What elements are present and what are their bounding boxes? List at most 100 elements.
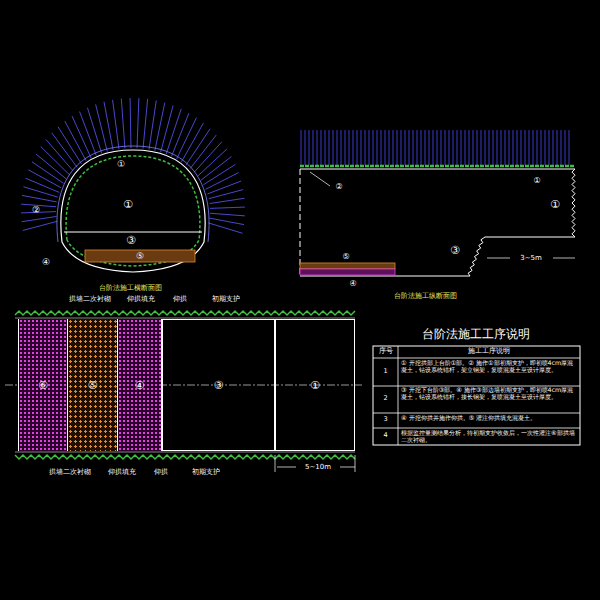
dimension-line (275, 455, 276, 472)
rock-bolt (23, 187, 57, 197)
rock-bolt (457, 130, 458, 165)
rock-bolt (409, 130, 410, 165)
callout-number: ① (123, 199, 133, 212)
lining-line (300, 165, 575, 168)
table-rule (398, 346, 399, 445)
plan-region: ③ (162, 319, 275, 451)
rock-bolt (337, 130, 338, 165)
rock-bolt (317, 130, 318, 165)
callout-number: ③ (126, 235, 136, 248)
dimension-line (553, 258, 575, 259)
rock-bolt (22, 195, 57, 202)
plan-region: ⑥ (18, 319, 68, 451)
rock-bolt (485, 130, 486, 165)
rock-bolt (177, 118, 197, 159)
region-number: ④ (135, 379, 145, 392)
rock-bolt (321, 130, 322, 165)
section-line (300, 169, 301, 276)
rock-bolt (130, 98, 132, 148)
rock-bolt (465, 130, 466, 165)
support-edge (15, 311, 355, 315)
rock-bolt (433, 130, 434, 165)
part-name: 初期支护 (192, 468, 220, 476)
rock-bolt (143, 99, 148, 149)
crown-line (300, 169, 575, 170)
callout-number: ② (335, 182, 342, 191)
rock-bolt (413, 130, 414, 165)
rock-bolt (357, 130, 358, 165)
rock-bolt (509, 130, 510, 165)
plan-edge (15, 452, 355, 453)
rock-bolt (345, 130, 346, 165)
rock-bolt (377, 130, 378, 165)
table-header: 序号 (379, 348, 393, 355)
bench-line (64, 232, 202, 233)
rock-bolt (473, 130, 474, 165)
rock-bolt (210, 213, 245, 216)
rock-bolt (537, 130, 538, 165)
plan-region: ④ (117, 319, 162, 451)
rock-bolt (505, 130, 506, 165)
rock-bolt (210, 198, 245, 203)
callout-number: ① (533, 176, 540, 185)
rock-bolt (381, 130, 382, 165)
rock-bolt (517, 130, 518, 165)
part-name: 仰拱 (154, 468, 168, 476)
invert-fill (300, 263, 395, 269)
table-cell: ③ 开挖下台阶③部。④ 施作③部边墙初期支护，即初喷4cm厚混凝土，钻设系统锚杆… (401, 386, 578, 400)
rock-bolt (28, 170, 61, 188)
rock-bolt (58, 127, 81, 164)
callout-number: ③ (450, 245, 460, 258)
rock-bolt (405, 130, 406, 165)
rock-bolt (207, 181, 241, 194)
rock-bolt (425, 130, 426, 165)
dimension-line (340, 467, 355, 468)
rock-bolt (481, 130, 482, 165)
lower-face (468, 237, 485, 276)
rock-bolt (545, 130, 546, 165)
rock-bolts (21, 98, 245, 233)
rock-bolt (441, 130, 442, 165)
support-line (57, 146, 209, 242)
rock-bolt (437, 130, 438, 165)
table-cell: 1 (383, 368, 387, 375)
figure-title: 台阶法施工横断面图 (99, 284, 162, 292)
rock-bolt (353, 130, 354, 165)
table-header: 施工工序说明 (468, 348, 510, 355)
part-name: 拱墙二次衬砌 (49, 468, 91, 476)
rock-bolt (569, 130, 570, 165)
rock-bolt (469, 130, 470, 165)
rock-bolt (87, 108, 101, 154)
table-cell: 2 (383, 395, 387, 402)
dimension-line (277, 467, 296, 468)
leader-line (310, 172, 330, 186)
rock-bolt (477, 130, 478, 165)
table-rule (373, 428, 580, 429)
rock-bolt (22, 216, 57, 221)
dimension: 5~10m (305, 463, 331, 471)
callout-number: ④ (349, 279, 356, 288)
rock-bolt (149, 100, 156, 149)
rock-bolt (373, 130, 374, 165)
rock-bolt (329, 130, 330, 165)
region-number: ⑤ (88, 379, 98, 392)
region-number: ⑥ (38, 379, 48, 392)
invert (300, 269, 395, 275)
table-cell: 3 (383, 416, 387, 423)
part-name: 仰拱填充 (108, 468, 136, 476)
rock-bolt (23, 221, 57, 230)
rock-bolt (349, 130, 350, 165)
table-cell: ① 开挖拱部上台阶①部。② 施作①部初期支护，即初喷4cm厚混凝土，钻设系统锚杆… (401, 359, 578, 373)
table-rule (373, 358, 580, 359)
rock-bolt (417, 130, 418, 165)
upper-face (572, 169, 575, 237)
callout-number: ⑤ (136, 251, 144, 261)
rock-bolt (172, 113, 190, 156)
rock-bolt (565, 130, 566, 165)
floor-line (300, 276, 470, 277)
rock-bolt (96, 104, 108, 151)
rock-bolt (80, 112, 97, 156)
rock-bolt (385, 130, 386, 165)
rock-bolt (155, 103, 165, 151)
rock-bolt (393, 130, 394, 165)
